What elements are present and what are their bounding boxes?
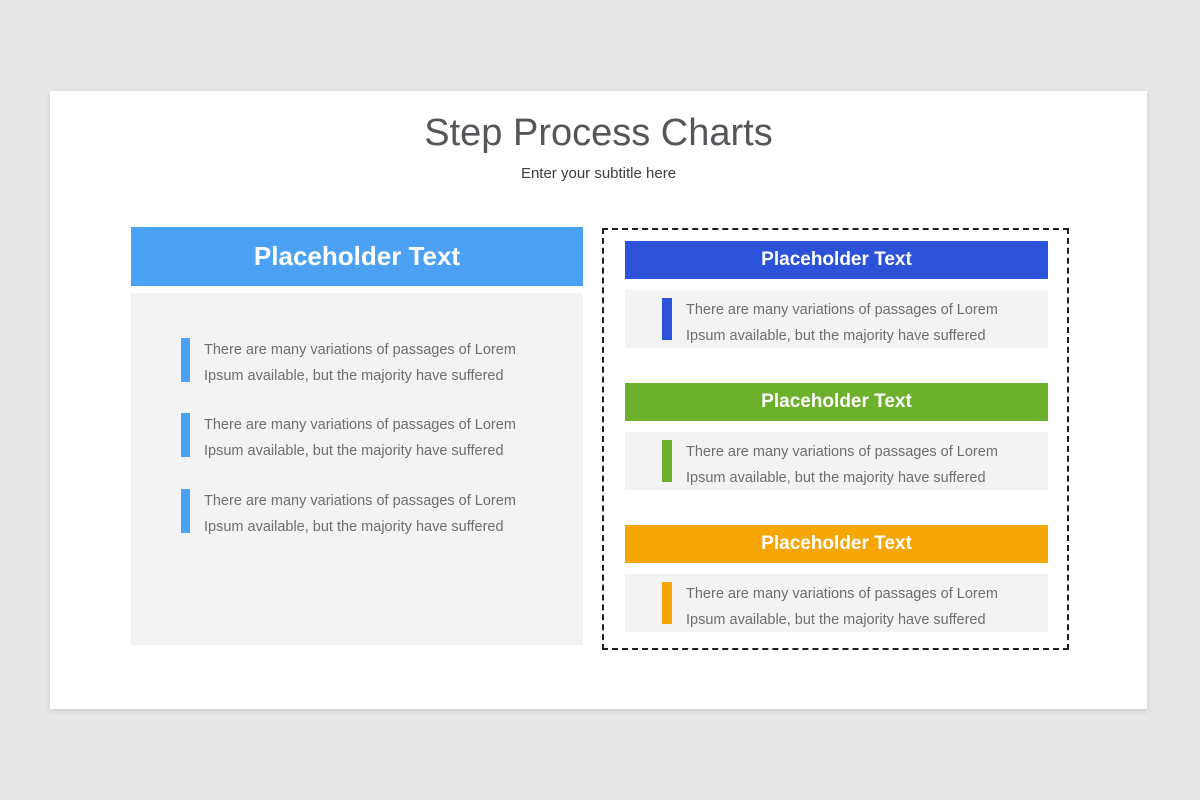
- item-text-line: There are many variations of passages of…: [686, 302, 998, 318]
- accent-bar: [181, 338, 190, 382]
- right-dashed-panel: Placeholder Text There are many variatio…: [602, 228, 1069, 650]
- process-section: Placeholder Text There are many variatio…: [625, 241, 1048, 348]
- section-header: Placeholder Text: [625, 241, 1048, 279]
- item-text-line: There are many variations of passages of…: [686, 444, 998, 460]
- item-text-line: There are many variations of passages of…: [204, 493, 516, 509]
- accent-bar: [662, 440, 672, 482]
- item-text-line: There are many variations of passages of…: [686, 586, 998, 602]
- item-text-line: Ipsum available, but the majority have s…: [204, 518, 504, 535]
- slide-title: Step Process Charts: [424, 112, 773, 154]
- left-panel-header: Placeholder Text: [131, 227, 583, 286]
- item-text-line: Ipsum available, but the majority have s…: [686, 611, 986, 628]
- accent-bar: [662, 582, 672, 624]
- accent-bar: [662, 298, 672, 340]
- left-item: There are many variations of passages of…: [181, 338, 516, 389]
- accent-bar: [181, 413, 190, 457]
- item-text: There are many variations of passages of…: [686, 582, 998, 632]
- item-text: There are many variations of passages of…: [686, 298, 998, 348]
- accent-bar: [181, 489, 190, 533]
- section-header: Placeholder Text: [625, 525, 1048, 563]
- process-section: Placeholder Text There are many variatio…: [625, 383, 1048, 490]
- item-text: There are many variations of passages of…: [204, 489, 516, 540]
- item-text-line: Ipsum available, but the majority have s…: [204, 367, 504, 384]
- left-panel-body: There are many variations of passages of…: [131, 293, 583, 645]
- item-text-line: Ipsum available, but the majority have s…: [686, 469, 986, 486]
- item-text-line: Ipsum available, but the majority have s…: [686, 327, 986, 344]
- section-body: There are many variations of passages of…: [625, 290, 1048, 348]
- item-text: There are many variations of passages of…: [204, 338, 516, 389]
- slide-subtitle: Enter your subtitle here: [520, 165, 677, 182]
- left-item: There are many variations of passages of…: [181, 489, 516, 540]
- item-text-line: There are many variations of passages of…: [204, 342, 516, 358]
- left-panel: Placeholder Text There are many variatio…: [131, 227, 583, 645]
- section-header: Placeholder Text: [625, 383, 1048, 421]
- slide-card: Step Process Charts Enter your subtitle …: [50, 91, 1147, 709]
- item-text-line: There are many variations of passages of…: [204, 417, 516, 433]
- item-text: There are many variations of passages of…: [204, 413, 516, 464]
- item-text: There are many variations of passages of…: [686, 440, 998, 490]
- item-text-line: Ipsum available, but the majority have s…: [204, 442, 504, 459]
- section-body: There are many variations of passages of…: [625, 574, 1048, 632]
- section-body: There are many variations of passages of…: [625, 432, 1048, 490]
- left-item: There are many variations of passages of…: [181, 413, 516, 464]
- process-section: Placeholder Text There are many variatio…: [625, 525, 1048, 632]
